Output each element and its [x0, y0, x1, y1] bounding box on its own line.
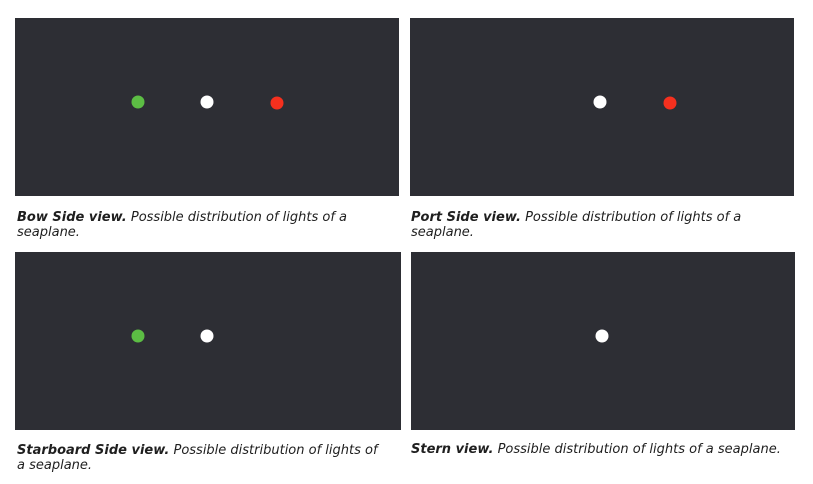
caption-title: Starboard Side view.: [17, 443, 170, 458]
caption-title: Stern view.: [411, 442, 494, 457]
caption-title: Port Side view.: [411, 210, 521, 225]
port-side-view-caption: Port Side view. Possible distribution of…: [411, 210, 806, 240]
white-navigation-light: [593, 95, 607, 109]
caption-description: Possible distribution of lights of a sea…: [17, 443, 378, 473]
bow-side-view-panel: [15, 18, 399, 196]
caption-title: Bow Side view.: [17, 210, 127, 225]
white-navigation-light: [200, 329, 214, 343]
white-navigation-light: [595, 329, 609, 343]
green-navigation-light: [131, 329, 145, 343]
bow-side-view-caption: Bow Side view. Possible distribution of …: [17, 210, 402, 240]
starboard-side-view-caption: Starboard Side view. Possible distributi…: [17, 443, 387, 473]
caption-description: Possible distribution of lights of a sea…: [17, 210, 348, 240]
starboard-side-view-panel: [15, 252, 401, 430]
red-navigation-light: [663, 96, 677, 110]
stern-view-panel: [411, 252, 795, 430]
port-side-view-panel: [410, 18, 794, 196]
red-navigation-light: [270, 96, 284, 110]
white-navigation-light: [200, 95, 214, 109]
stern-view-caption: Stern view. Possible distribution of lig…: [411, 442, 806, 457]
green-navigation-light: [131, 95, 145, 109]
caption-description: Possible distribution of lights of a sea…: [411, 210, 742, 240]
caption-description: Possible distribution of lights of a sea…: [493, 442, 781, 457]
